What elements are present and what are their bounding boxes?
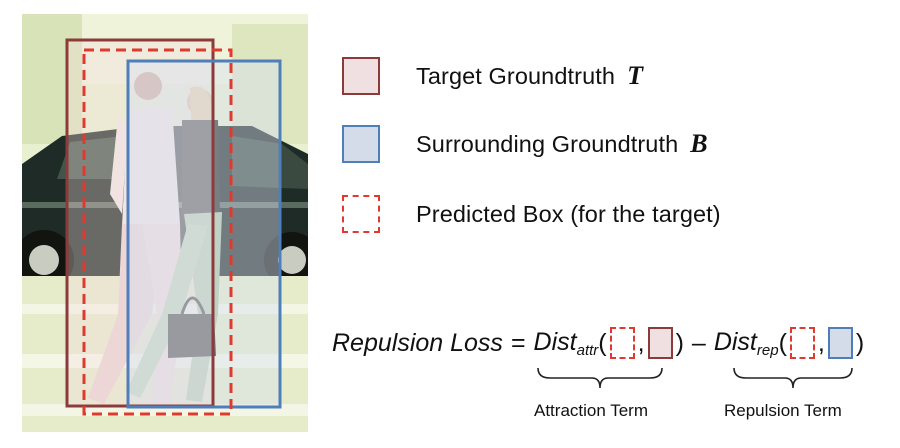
target-label: Target Groundtruth [416,62,616,89]
dist-attr: Distattr [533,327,599,359]
repulsion-term-label: Repulsion Term [724,401,842,420]
surrounding-symbol: B [690,129,708,158]
paren-open-2: ( [778,328,787,357]
pedestrian-photo [22,14,308,432]
surrounding-label: Surrounding Groundtruth [416,130,679,157]
repulsion-brace [733,367,853,389]
paren-close-2: ) [855,328,865,357]
legend-predicted: Predicted Box (for the target) [342,194,721,234]
bounding-boxes [65,38,282,416]
surrounding-mini-box [827,327,853,359]
paren-open-1: ( [598,328,607,357]
surrounding-swatch [342,125,380,163]
predicted-mini-box-1 [609,327,635,359]
target-symbol: T [627,61,643,90]
attraction-brace [537,367,663,389]
target-groundtruth-box [65,38,215,408]
predicted-box [82,48,233,416]
dist-rep: Distrep [713,327,779,359]
comma-2: , [817,328,825,357]
predicted-label: Predicted Box (for the target) [416,200,721,227]
comma-1: , [637,328,645,357]
surrounding-groundtruth-box [126,59,282,409]
predicted-swatch [342,195,380,233]
attraction-term-label: Attraction Term [534,401,649,420]
legend-target: Target Groundtruth T [342,56,643,96]
formula-equals: = [510,328,526,357]
formula-lhs: Repulsion Loss [332,328,503,357]
paren-close-1: ) [675,328,684,357]
target-mini-box [647,327,673,359]
formula-minus: – [691,328,706,357]
predicted-mini-box-2 [789,327,815,359]
legend-surrounding: Surrounding Groundtruth B [342,124,708,164]
target-swatch [342,57,380,95]
repulsion-loss-formula: Repulsion Loss = Distattr ( , ) – Distre… [332,321,864,365]
